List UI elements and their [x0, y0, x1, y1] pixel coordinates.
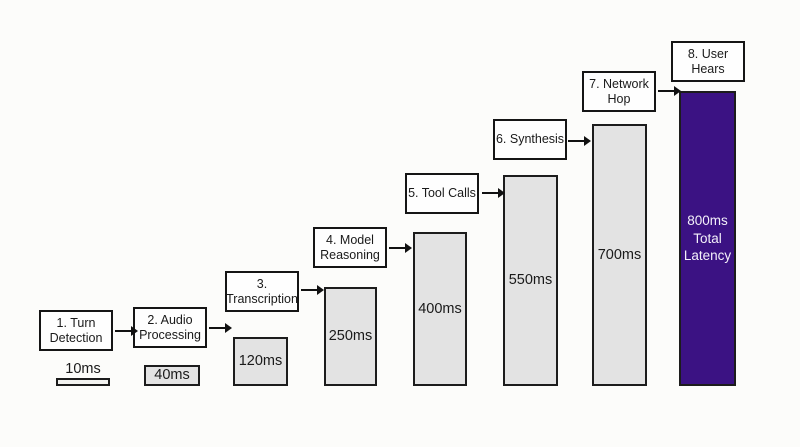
flow-arrow-icon [115, 326, 138, 336]
step-box: 3. Transcription [225, 271, 299, 312]
bar-value-label: 120ms [238, 353, 283, 370]
step-box-label: 1. Turn Detection [49, 315, 103, 345]
latency-bar: 250ms [324, 287, 377, 386]
step-box-label: 8. User Hears [687, 46, 729, 76]
step-box-label: 7. Network Hop [589, 76, 649, 106]
flow-arrow-icon [658, 86, 681, 96]
bar-value-label: 40ms [154, 367, 190, 384]
flow-arrow-icon [301, 285, 324, 295]
latency-bar: 40ms [144, 365, 200, 386]
latency-bar: 800ms Total Latency [679, 91, 736, 386]
bar-value-label: 10ms [65, 361, 101, 377]
flow-arrow-icon [482, 188, 505, 198]
step-box: 2. Audio Processing [133, 307, 207, 348]
bar-value-label: 700ms [597, 246, 642, 263]
step-box: 7. Network Hop [582, 71, 656, 112]
step-box: 4. Model Reasoning [313, 227, 387, 268]
step-box: 1. Turn Detection [39, 310, 113, 351]
step-box-label: 3. Transcription [226, 276, 298, 306]
step-box-label: 4. Model Reasoning [320, 232, 380, 262]
flow-arrow-icon [389, 243, 412, 253]
bar-value-label: 550ms [508, 272, 553, 289]
latency-bar: 550ms [503, 175, 558, 386]
latency-bar [56, 378, 110, 386]
bar-value-label: 800ms Total Latency [683, 213, 732, 264]
latency-bar: 700ms [592, 124, 647, 386]
step-box-label: 6. Synthesis [495, 132, 565, 146]
bar-value-label: 400ms [418, 300, 462, 317]
step-box: 5. Tool Calls [405, 173, 479, 214]
step-box: 6. Synthesis [493, 119, 567, 160]
latency-bar: 400ms [413, 232, 467, 386]
step-box: 8. User Hears [671, 41, 745, 82]
step-box-label: 5. Tool Calls [408, 186, 476, 200]
flow-arrow-icon [209, 323, 232, 333]
flow-arrow-icon [568, 136, 591, 146]
latency-bar: 120ms [233, 337, 288, 386]
bar-value-label: 250ms [328, 328, 373, 345]
step-box-label: 2. Audio Processing [139, 312, 201, 342]
